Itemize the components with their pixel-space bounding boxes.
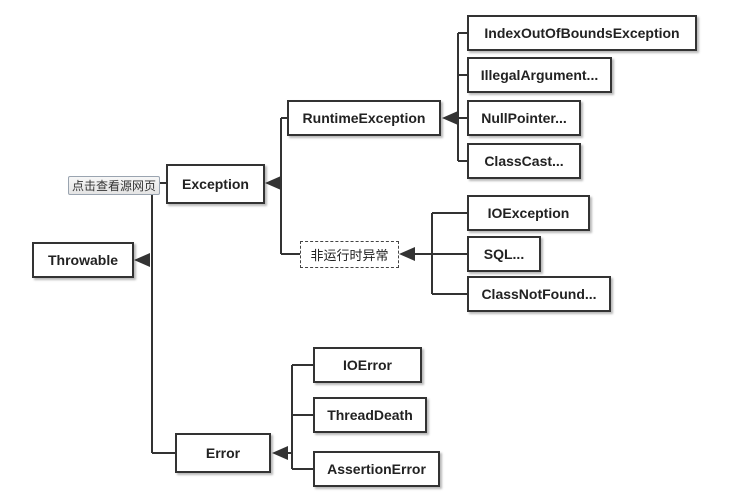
node-class-cast: ClassCast... [467, 143, 581, 179]
arrowhead [272, 446, 288, 460]
arrowhead [399, 247, 415, 261]
node-sql: SQL... [467, 236, 541, 272]
node-assertion-error: AssertionError [313, 451, 440, 487]
node-io-exception: IOException [467, 195, 590, 231]
tooltip-view-source: 点击查看源网页 [68, 176, 160, 195]
node-index-out-of-bounds: IndexOutOfBoundsException [467, 15, 697, 51]
node-error: Error [175, 433, 271, 473]
arrowhead [134, 253, 150, 267]
node-non-runtime-exception: 非运行时异常 [300, 241, 399, 268]
arrowhead [265, 176, 281, 190]
arrowhead [442, 111, 458, 125]
node-null-pointer: NullPointer... [467, 100, 581, 136]
node-exception: Exception [166, 164, 265, 204]
node-class-not-found: ClassNotFound... [467, 276, 611, 312]
node-io-error: IOError [313, 347, 422, 383]
node-runtime-exception: RuntimeException [287, 100, 441, 136]
node-thread-death: ThreadDeath [313, 397, 427, 433]
node-throwable: Throwable [32, 242, 134, 278]
node-illegal-argument: IllegalArgument... [467, 57, 612, 93]
